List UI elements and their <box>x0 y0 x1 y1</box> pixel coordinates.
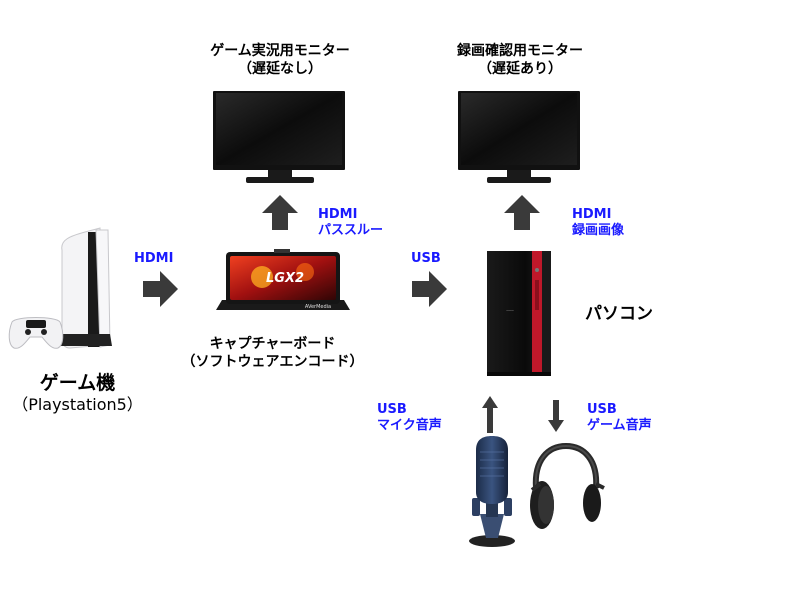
label-mic-line2: マイク音声 <box>377 418 442 433</box>
arrow-pc-to-record <box>504 195 540 230</box>
live-monitor-title-text: ゲーム実況用モニター <box>210 43 350 59</box>
live-monitor-title: ゲーム実況用モニター （遅延なし） <box>180 42 380 78</box>
console-title: ゲーム機 （Playstation5） <box>0 372 155 416</box>
console-subtitle: （Playstation5） <box>12 395 143 414</box>
record-monitor <box>458 91 580 183</box>
live-monitor-subtitle: （遅延なし） <box>238 61 322 77</box>
label-pc-to-record-line1: HDMI <box>572 207 612 222</box>
capture-board-screen-text: LGX2 <box>266 271 304 286</box>
label-capture-to-live: HDMI パススルー <box>318 207 383 239</box>
arrow-console-to-capture <box>143 271 178 307</box>
headphone-image <box>530 442 605 529</box>
pc-title-text: パソコン <box>585 304 653 324</box>
capture-board-image: LGX2 AVerMedia <box>216 249 350 310</box>
pc-image: ━━━ <box>487 251 551 376</box>
label-headphone-line1: USB <box>587 402 617 417</box>
arrow-capture-to-live <box>262 195 298 230</box>
record-monitor-subtitle: （遅延あり） <box>478 61 562 77</box>
label-pc-to-record: HDMI 録画画像 <box>572 207 624 239</box>
label-capture-to-live-line2: パススルー <box>318 223 384 238</box>
label-console-to-capture: HDMI <box>134 251 174 266</box>
label-pc-to-record-line2: 録画画像 <box>572 223 625 238</box>
capture-board-title: キャプチャーボード （ソフトウェアエンコード） <box>170 335 375 371</box>
record-monitor-title: 録画確認用モニター （遅延あり） <box>420 42 620 78</box>
pc-title: パソコン <box>585 303 675 325</box>
capture-board-brand-text: AVerMedia <box>305 304 331 310</box>
label-mic: USB マイク音声 <box>377 402 442 434</box>
arrows <box>143 195 564 433</box>
arrow-pc-to-headphone <box>548 400 564 432</box>
capture-board-title-text: キャプチャーボード <box>209 336 336 352</box>
svg-text:━━━: ━━━ <box>505 308 514 313</box>
label-capture-to-live-line1: HDMI <box>318 207 358 222</box>
label-mic-line1: USB <box>377 402 407 417</box>
console-image <box>8 227 112 349</box>
label-headphone: USB ゲーム音声 <box>587 402 652 434</box>
label-headphone-line2: ゲーム音声 <box>587 418 652 433</box>
capture-board-subtitle: （ソフトウェアエンコード） <box>181 354 364 370</box>
live-monitor <box>213 91 345 183</box>
console-title-text: ゲーム機 <box>39 372 116 394</box>
mic-image <box>469 436 515 547</box>
label-capture-to-pc: USB <box>411 251 441 266</box>
arrow-mic-to-pc <box>482 396 498 433</box>
arrow-capture-to-pc <box>412 271 447 307</box>
record-monitor-title-text: 録画確認用モニター <box>457 43 583 59</box>
